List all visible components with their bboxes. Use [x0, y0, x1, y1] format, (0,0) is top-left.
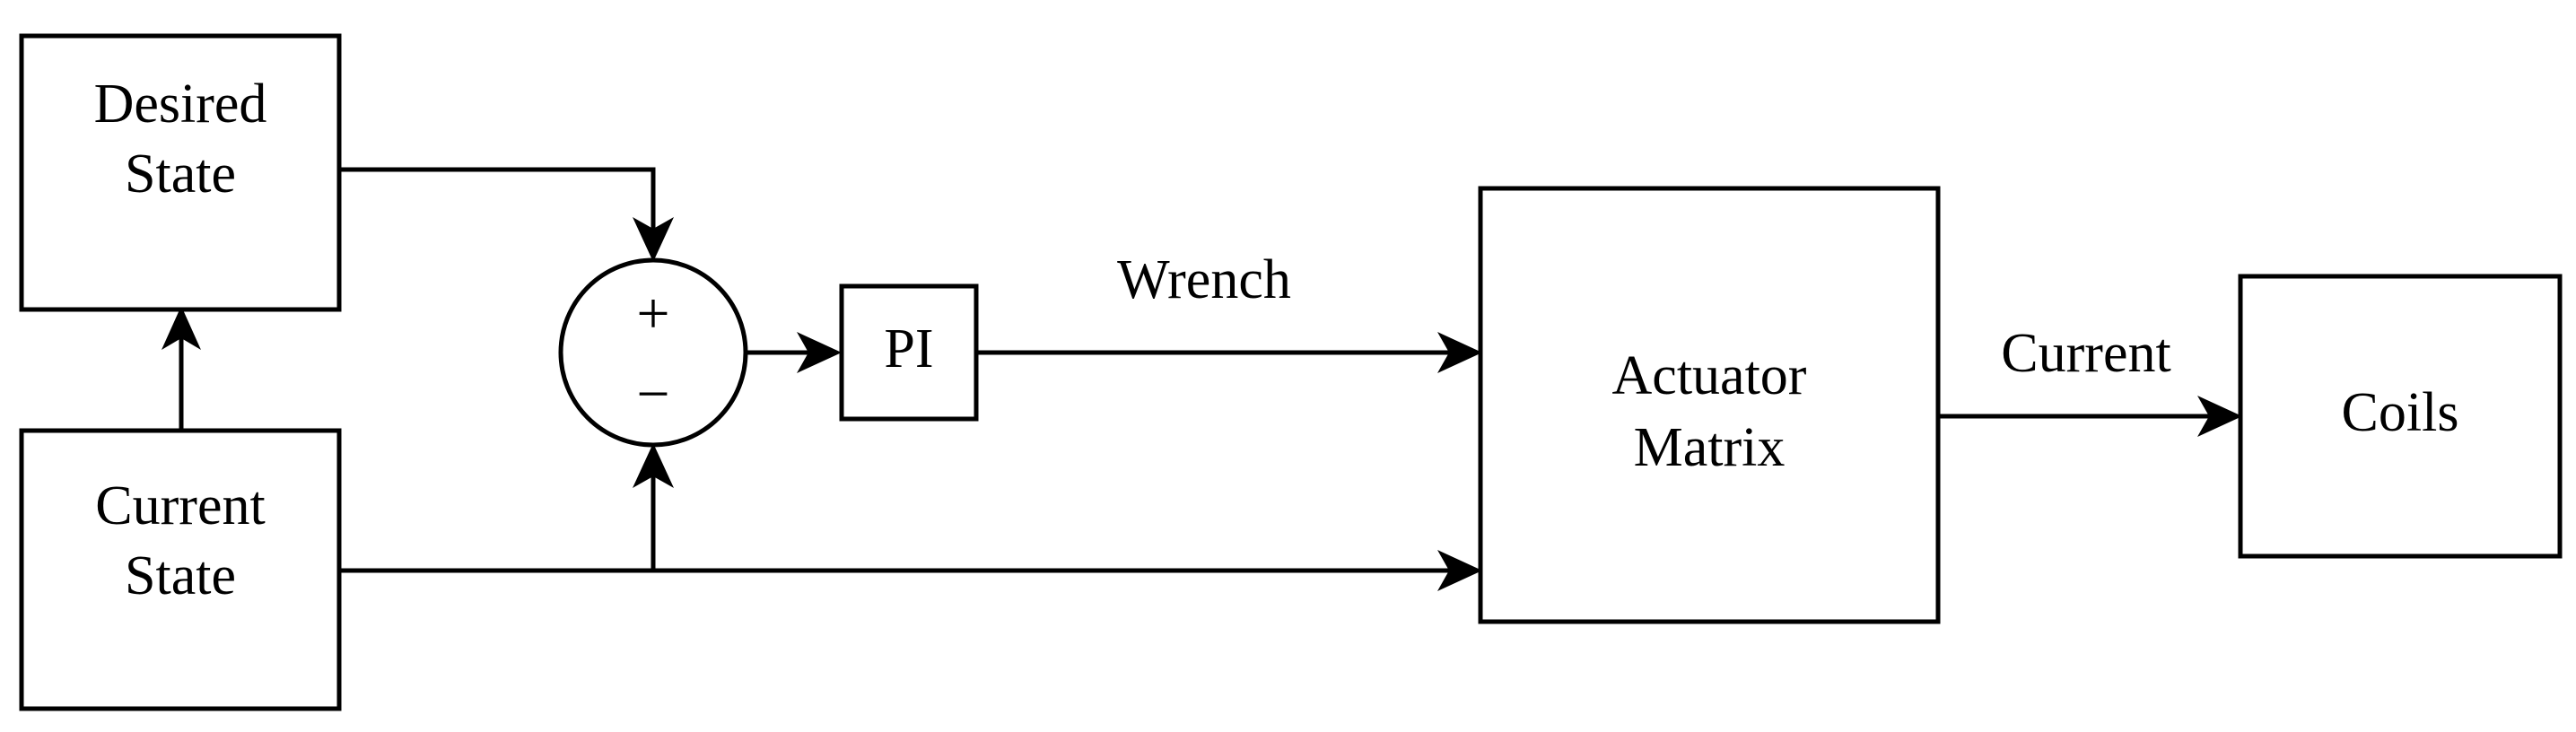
arrowhead-right-icon [1437, 332, 1482, 373]
block-rect[interactable] [1478, 186, 1941, 624]
block-actuator-matrix[interactable]: Actuator Matrix [1478, 186, 1941, 624]
block-pi-controller[interactable]: PI [839, 283, 979, 422]
minus-sign-label: − [636, 362, 669, 427]
block-current-state[interactable]: Current State [19, 428, 342, 711]
block-label-line1: Desired [94, 74, 267, 135]
arrowhead-down-icon [633, 217, 674, 262]
wire-actuator-matrix-to-coils [1938, 396, 2242, 437]
block-rect[interactable] [19, 428, 342, 711]
wire-path [339, 167, 656, 244]
arrowhead-up-icon [162, 306, 201, 350]
wire-current-state-to-actuator-matrix [339, 550, 1482, 591]
arrowhead-up-icon [633, 443, 674, 488]
arrowhead-right-icon [797, 332, 842, 373]
block-rect[interactable] [19, 33, 342, 312]
arrowhead-right-icon [1437, 550, 1482, 591]
wire-current-state-to-summing-junction [339, 443, 674, 573]
block-coils[interactable]: Coils [2238, 274, 2563, 559]
block-label-line1: Current [95, 475, 265, 536]
wire-desired-state-to-summing-junction [339, 167, 674, 262]
block-label-line1: Actuator [1612, 345, 1807, 406]
signal-label-current: Current [2001, 323, 2170, 384]
wire-pi-to-actuator-matrix [976, 332, 1482, 373]
arrowhead-right-icon [2197, 396, 2242, 437]
block-label-line1: Coils [2342, 382, 2459, 443]
block-desired-state[interactable]: Desired State [19, 33, 342, 312]
summing-junction[interactable]: + − [558, 257, 748, 448]
block-label-line2: State [125, 144, 236, 205]
block-rect[interactable] [839, 283, 979, 422]
block-label-line2: Matrix [1634, 417, 1786, 478]
wire-summing-junction-to-pi [746, 332, 842, 373]
block-label-line1: PI [884, 318, 933, 379]
summing-junction-circle[interactable] [558, 257, 748, 448]
signal-label-wrench: Wrench [1117, 249, 1291, 310]
wire-path [339, 462, 656, 573]
block-rect[interactable] [2238, 274, 2563, 559]
block-label-line2: State [125, 545, 236, 606]
plus-sign-label: + [636, 281, 669, 346]
wire-current-state-to-desired-state [162, 306, 201, 431]
